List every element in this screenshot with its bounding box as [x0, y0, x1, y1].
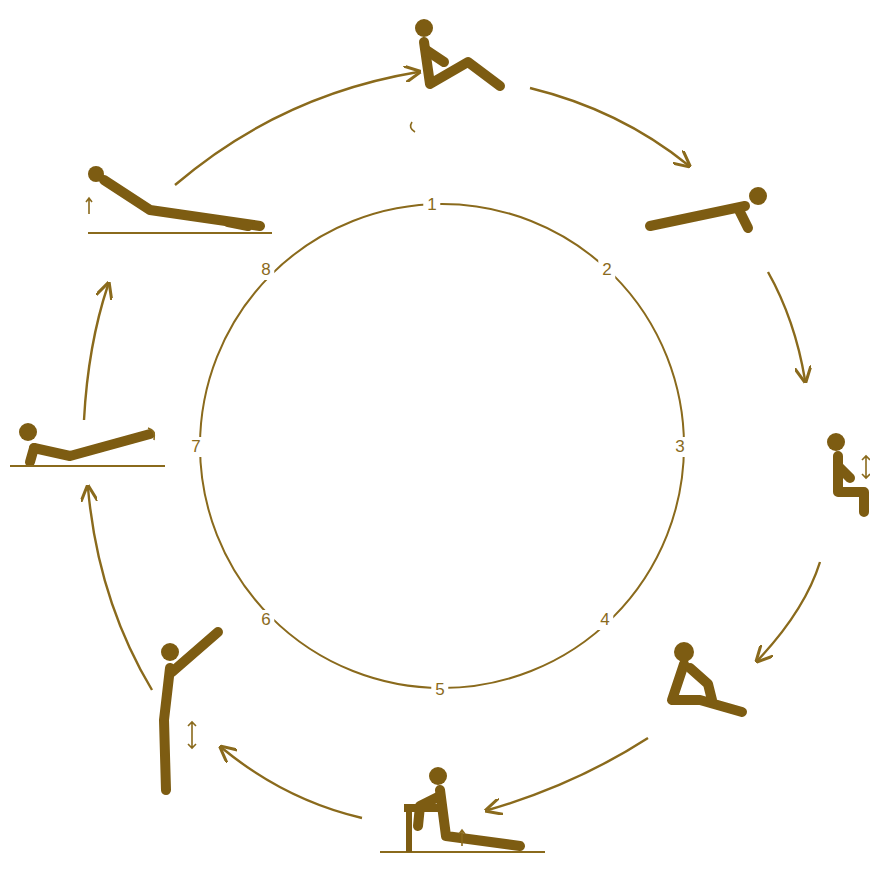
circuit-ring: [200, 204, 684, 688]
figure-heads: [19, 19, 845, 785]
callout-number: 2: [598, 260, 615, 280]
flow-arrows: [84, 72, 820, 818]
callout-number: 6: [257, 610, 274, 630]
exercise-figures: [30, 42, 864, 846]
bench-leg: [406, 812, 412, 852]
callout-number: 8: [257, 260, 274, 280]
callout-number: 7: [187, 437, 204, 457]
callout-number: 4: [596, 610, 613, 630]
callout-number: 3: [671, 437, 688, 457]
callout-number: 5: [431, 680, 448, 700]
floor-lines: [10, 233, 545, 852]
bench: [404, 804, 440, 812]
motion-marks: [86, 122, 870, 846]
callout-number: 1: [423, 195, 440, 215]
